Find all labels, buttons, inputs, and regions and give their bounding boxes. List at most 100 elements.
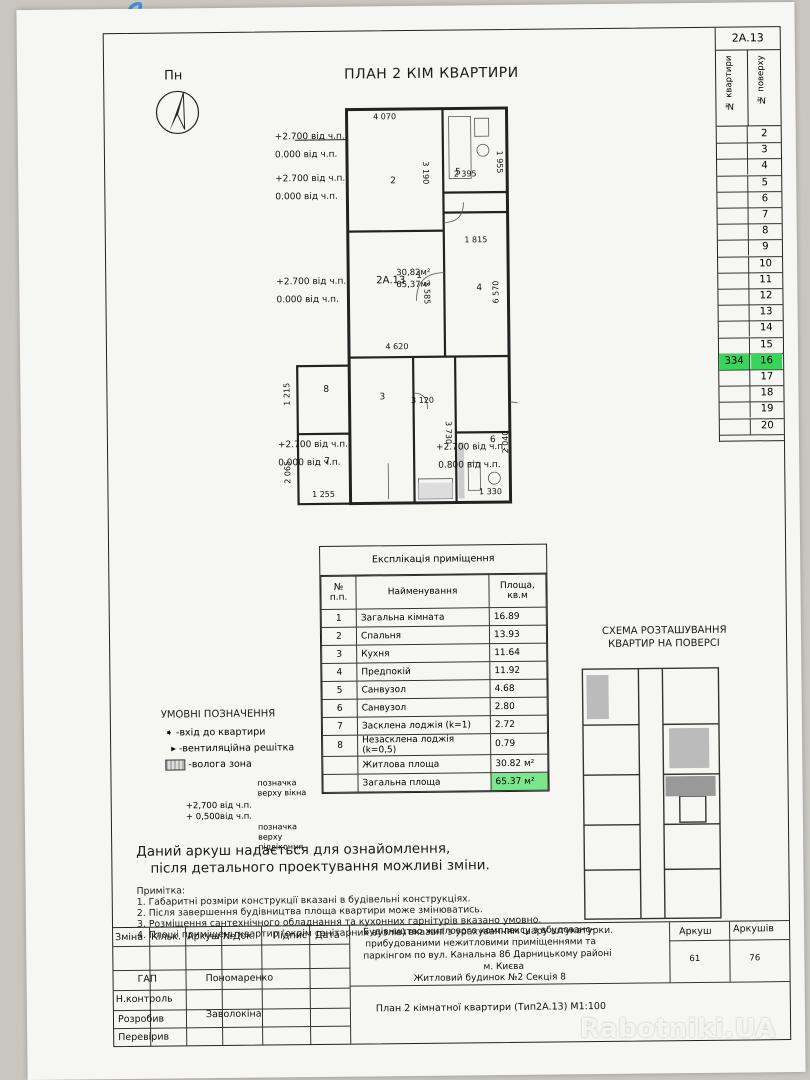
floor-number: 13 xyxy=(759,306,773,318)
apartment-number xyxy=(718,256,750,273)
apartment-number xyxy=(717,158,749,176)
project-line-1: Будівництво житлового комплексу з вбудов… xyxy=(363,925,595,938)
dim-1815: 1 815 xyxy=(464,235,487,244)
floor-row: 8 xyxy=(717,223,782,242)
room-7: 7 xyxy=(324,457,330,467)
stamp-sheet-number: 61 xyxy=(689,953,701,965)
explication-title: Експлікація приміщення xyxy=(320,544,547,576)
project-line-4: м. Києва xyxy=(483,961,525,973)
living-area-label: Житлова площа xyxy=(357,754,491,775)
legend-window-top: позначка верху вікна xyxy=(257,778,307,798)
floor-plan: 4 070 2 395 1 815 4 620 3 120 1 255 1 33… xyxy=(282,106,519,506)
stamp-developer: Розробив xyxy=(117,1013,165,1026)
legend-vent: ▸ -вентиляційна решітка xyxy=(171,742,295,755)
cell-no: 7 xyxy=(322,717,358,736)
room-8: 8 xyxy=(323,385,329,395)
apartment-number xyxy=(717,239,750,257)
cell-area: 13.93 xyxy=(489,625,547,644)
stamp-qty: Кільк. xyxy=(151,931,182,943)
stamp-sheet: Аркуш xyxy=(187,931,220,943)
apartment-number xyxy=(718,272,750,289)
apartment-number xyxy=(719,401,751,419)
floor-row: 17 xyxy=(719,369,784,387)
dim-1255: 1 255 xyxy=(312,490,335,499)
sheet-code: 2А.13 xyxy=(715,27,780,51)
cell-no: 3 xyxy=(321,645,357,664)
head-area: Площа, кв.м xyxy=(488,574,547,608)
cell-name: Загальна кімната xyxy=(356,607,490,628)
floor-row: 4 xyxy=(717,158,782,177)
apartment-number xyxy=(717,175,749,192)
room-3: 3 xyxy=(379,392,385,402)
floor-number: 18 xyxy=(760,387,774,399)
floor-row: 3 xyxy=(716,142,782,161)
floor-row: 13 xyxy=(718,304,783,323)
legend-wet: -волога зона xyxy=(165,759,252,771)
room-5: 5 xyxy=(455,167,461,177)
cell-no: 1 xyxy=(321,609,357,628)
apt-living-area: 30,82м² xyxy=(396,268,430,278)
scheme-title-2: КВАРТИР НА ПОВЕРСІ xyxy=(608,637,720,650)
apartment-number xyxy=(716,142,749,159)
drawing-frame: Пн ПЛАН 2 КІМ КВАРТИРИ 2А.13 № квартири … xyxy=(102,26,792,1048)
dim-4620: 4 620 xyxy=(385,342,408,351)
level-mark-top-2: +2.700 від ч.п. xyxy=(275,173,346,185)
page-title: ПЛАН 2 КІМ КВАРТИРИ xyxy=(344,64,519,83)
floor-row: 6 xyxy=(717,190,782,209)
cell-name: Засклена лоджія (k=1) xyxy=(357,715,491,736)
drawing-sheet: Пн ПЛАН 2 КІМ КВАРТИРИ 2А.13 № квартири … xyxy=(16,1,806,1080)
col-floor-header: № поверху xyxy=(755,55,767,105)
apartment-number xyxy=(717,223,749,240)
room-1: 1 xyxy=(416,271,422,281)
living-area-value: 30.82 м² xyxy=(490,754,548,773)
explication-table: Експлікація приміщення № п.п. Найменуван… xyxy=(319,543,550,794)
level-mark-top-1: +2.700 від ч.п. xyxy=(274,131,345,143)
apartment-number xyxy=(718,337,751,354)
total-area-value: 65.37 м² xyxy=(490,772,549,791)
floor-number: 3 xyxy=(761,144,768,156)
level-mark-bottom-3: 0.000 від ч.п. xyxy=(276,294,339,306)
cell-no: 2 xyxy=(321,627,357,646)
level-mark-top-3: +2.700 від ч.п. xyxy=(276,276,347,288)
cell-name: Предпокій xyxy=(356,661,490,682)
floor-number: 12 xyxy=(759,290,773,302)
apartment-number xyxy=(718,288,750,305)
cell-area: 11.64 xyxy=(489,643,547,662)
col-apartment-header: № квартири xyxy=(723,55,735,111)
cell-name: Незасклена лоджія (k=0,5) xyxy=(357,733,491,757)
floor-row: 14 xyxy=(718,320,783,339)
stamp-sheet-label: Аркуш xyxy=(679,925,712,938)
floor-row: 5 xyxy=(717,174,782,193)
stamp-doc: №Док. xyxy=(223,930,256,942)
apartment-number xyxy=(719,385,751,402)
floor-number: 15 xyxy=(760,338,773,350)
floor-number: 20 xyxy=(760,419,774,431)
floor-number: 6 xyxy=(761,193,769,205)
floor-number: 7 xyxy=(761,209,769,221)
dim-1955: 1 955 xyxy=(495,151,504,174)
cell-name: Санвузол xyxy=(356,679,491,700)
dim-3730: 3 730 xyxy=(444,421,453,444)
dim-1330: 1 330 xyxy=(479,487,502,496)
dim-2040: 2 040 xyxy=(501,431,510,454)
cell-no: 4 xyxy=(321,663,357,682)
watermark: Rabotniki.UA xyxy=(579,1014,776,1044)
stamp-developer-name: Заволокіна xyxy=(205,1008,262,1021)
stamp-nctrl: Н.контроль xyxy=(115,993,173,1006)
apartment-number xyxy=(718,320,750,338)
floor-number: 14 xyxy=(759,322,773,334)
level-mark-bottom-2: 0.000 від ч.п. xyxy=(275,191,338,203)
floor-row: 9 xyxy=(717,239,783,258)
level-mark-bottom-5: 0.800 від ч.п. xyxy=(438,460,501,471)
notice-text: Даний аркуш надається для ознайомлення, … xyxy=(136,840,490,878)
room-4: 4 xyxy=(476,283,482,293)
project-line-2: прибудованими нежитловими приміщеннями т… xyxy=(365,937,597,950)
legend-title: УМОВНІ ПОЗНАЧЕННЯ xyxy=(160,708,276,721)
dim-3120: 3 120 xyxy=(411,396,434,405)
stamp-gap: ГАП xyxy=(137,973,158,985)
room-6: 6 xyxy=(490,435,496,445)
